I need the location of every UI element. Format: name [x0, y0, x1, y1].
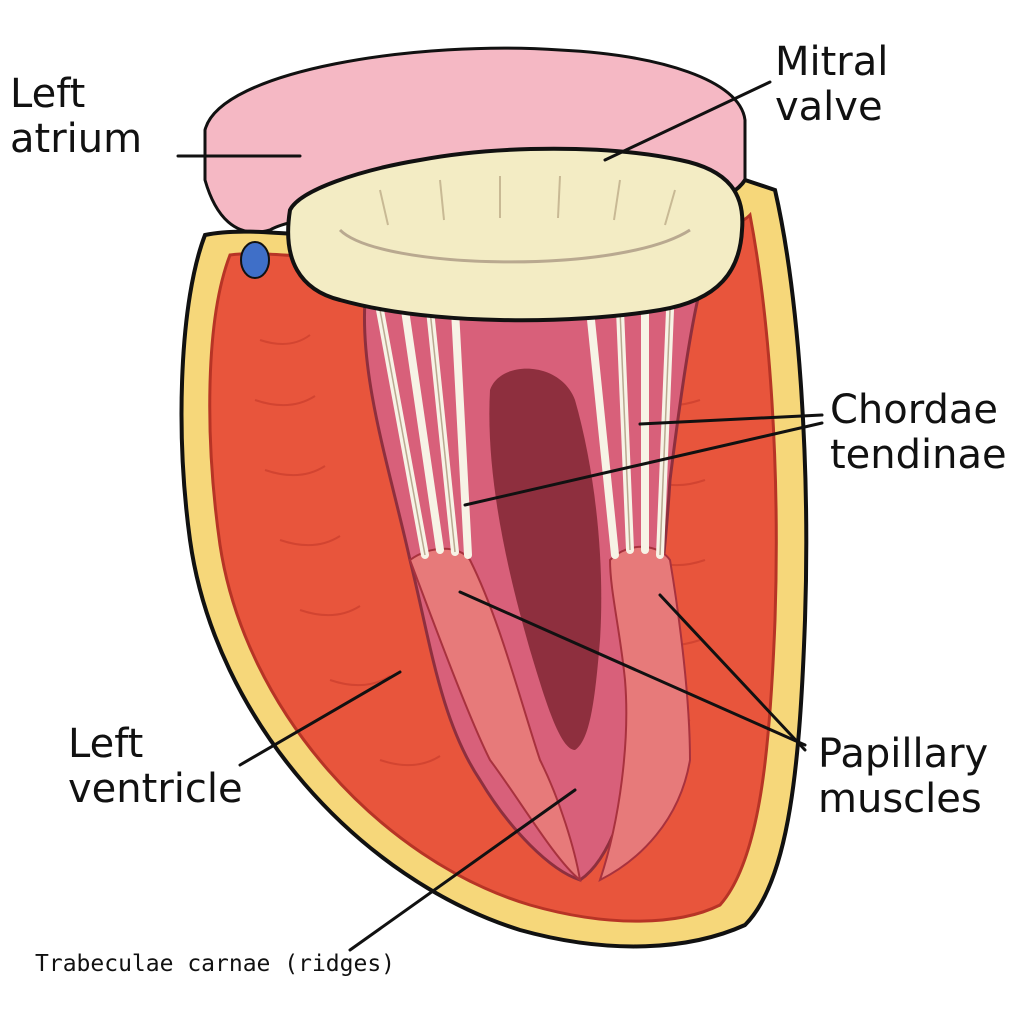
- label-trabeculae-carnae-text: Trabeculae carnae (ridges): [35, 951, 396, 977]
- mitral-valve-shape: [286, 146, 745, 323]
- label-left-atrium: Left atrium: [10, 72, 142, 162]
- label-left-atrium-line2: atrium: [10, 115, 143, 162]
- leader-papillary-2: [658, 593, 807, 752]
- label-chordae-tendinae: Chordae tendinae: [830, 388, 1007, 478]
- label-papillary-muscles-line2: muscles: [818, 775, 982, 822]
- label-trabeculae-carnae: Trabeculae carnae (ridges): [35, 951, 396, 978]
- leader-lines: [176, 80, 824, 952]
- label-left-ventricle: Left ventricle: [68, 722, 243, 812]
- label-mitral-valve-line1: Mitral: [775, 39, 889, 85]
- deep-cavity-shape: [489, 368, 602, 750]
- leader-papillary-1: [458, 590, 807, 747]
- label-mitral-valve-line2: valve: [775, 83, 883, 130]
- label-mitral-valve: Mitral valve: [775, 40, 888, 130]
- label-papillary-muscles: Papillary muscles: [818, 732, 988, 822]
- label-left-ventricle-line1: Left: [68, 721, 144, 767]
- label-left-ventricle-line2: ventricle: [68, 765, 243, 812]
- papillary-muscle-left-shape: [408, 547, 582, 883]
- label-chordae-tendinae-line1: Chordae: [830, 387, 999, 433]
- coronary-vessel-shape: [240, 241, 270, 279]
- label-chordae-tendinae-line2: tendinae: [830, 431, 1007, 478]
- leader-left-ventricle: [238, 670, 402, 767]
- leader-mitral-valve: [603, 80, 772, 162]
- label-papillary-muscles-line1: Papillary: [818, 731, 989, 777]
- leader-chordae-1: [638, 413, 824, 426]
- label-left-atrium-line1: Left: [10, 71, 86, 117]
- leader-trabeculae: [348, 788, 577, 952]
- leader-chordae-2: [463, 421, 824, 507]
- papillary-muscle-right-shape: [598, 545, 692, 882]
